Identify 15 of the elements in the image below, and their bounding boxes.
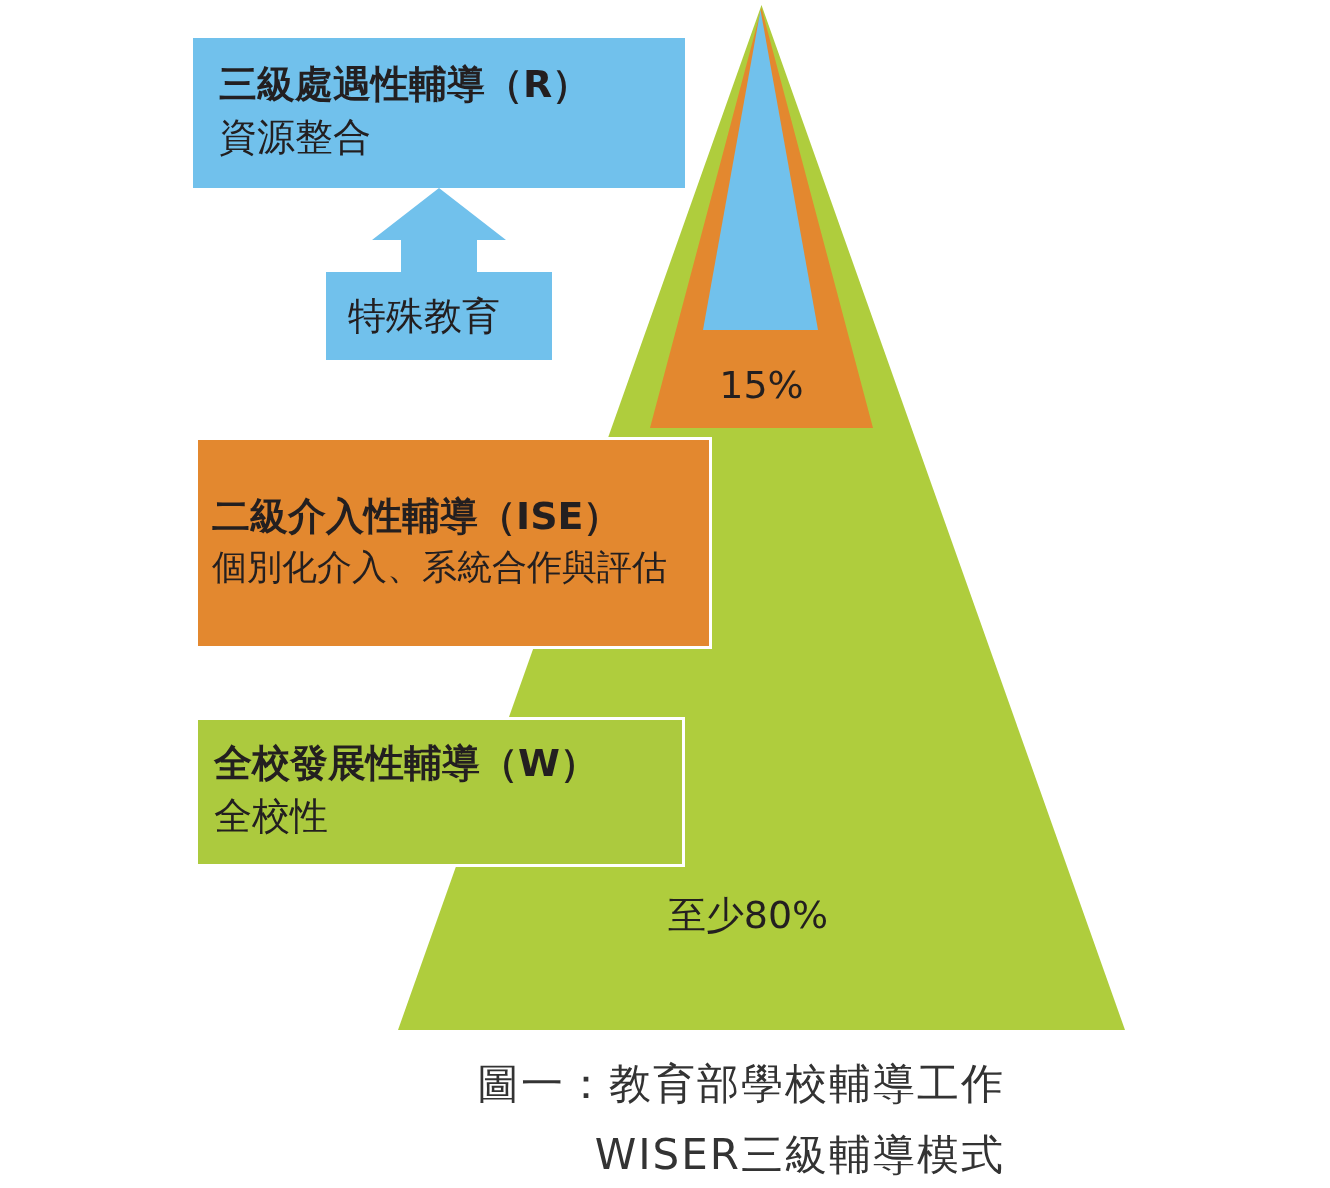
box-text: 特殊教育 [348,292,501,340]
percentage-label: 15% [718,363,805,407]
text-box [326,272,552,360]
box-title: 三級處遇性輔導（R） [219,60,592,108]
text-box [195,717,685,867]
percentage-label: 至少80% [666,892,830,939]
block-arrow [372,188,506,272]
caption: 圖一：教育部學校輔導工作WISER三級輔導模式 [476,1058,1005,1182]
box-text: 全校性 [214,793,329,841]
text-box [193,38,685,188]
box-text: 資源整合 [219,114,372,162]
box-title: 二級介入性輔導（ISE） [212,493,623,541]
box-title: 全校發展性輔導（W） [214,739,599,787]
text-box [195,437,712,649]
box-text: 個別化介入、系統合作與評估 [212,546,668,590]
